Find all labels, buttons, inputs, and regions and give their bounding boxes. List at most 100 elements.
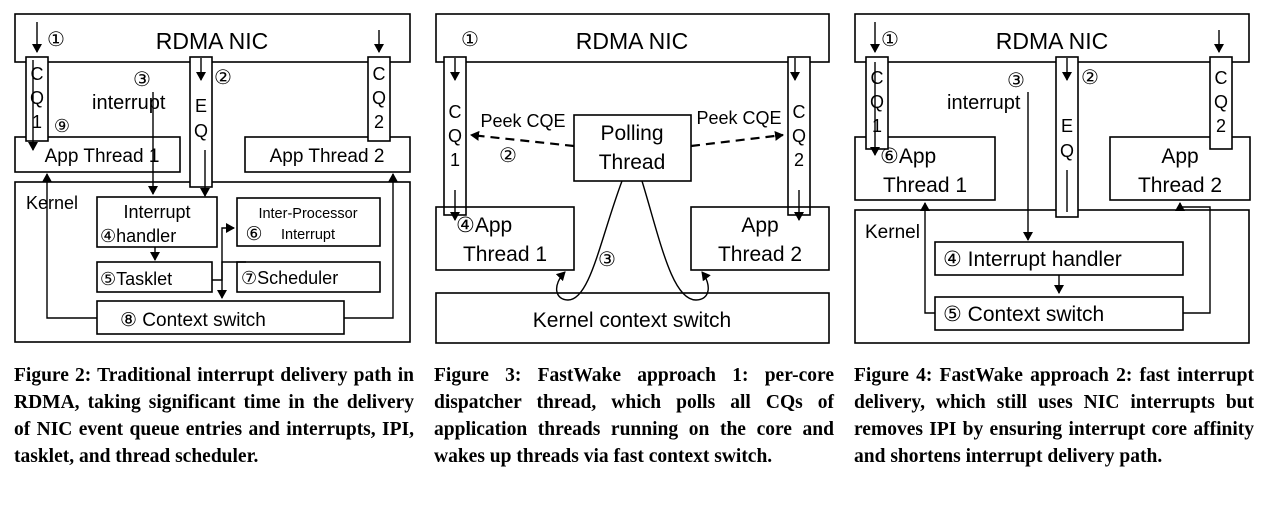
polling-thread-line1: Polling xyxy=(600,122,663,145)
kernel-box xyxy=(854,209,1250,344)
eq-box xyxy=(189,56,213,188)
ipi-box xyxy=(236,197,381,247)
cq2-box xyxy=(367,56,391,142)
cq2-letter: Q xyxy=(372,88,386,108)
cq2-letter: 2 xyxy=(794,150,804,170)
step-2: ② xyxy=(1081,67,1099,89)
app-thread-2-line1: App xyxy=(741,214,778,237)
rdma-nic-box xyxy=(854,13,1250,63)
cq2-letter: 2 xyxy=(374,112,384,132)
cq1-letter: C xyxy=(31,64,44,84)
app-thread-2-line1: App xyxy=(1161,145,1198,168)
step-1: ① xyxy=(881,29,899,51)
app-thread-1-line2: Thread 1 xyxy=(883,174,967,197)
figure-3-diagram: RDMA NIC C Q 1 ① C Q 2 Polling Thread Pe… xyxy=(435,13,830,344)
app-thread-2-line2: Thread 2 xyxy=(1138,174,1222,197)
context-switch-label: ⑧ Context switch xyxy=(120,310,266,331)
ipi-line2: Interrupt xyxy=(281,227,335,243)
eq-letter: Q xyxy=(194,121,208,141)
cq1-letter: 1 xyxy=(32,112,42,132)
step-2: ② xyxy=(214,67,232,89)
step-3: ③ xyxy=(1007,70,1025,92)
interrupt-handler-box xyxy=(96,196,218,248)
step-2: ② xyxy=(499,145,517,167)
polling-thread-box xyxy=(573,114,692,182)
cq1-letter: C xyxy=(449,102,462,122)
eq-letter: E xyxy=(1061,116,1073,136)
peek-cqe-right: Peek CQE xyxy=(696,108,781,128)
scheduler-box xyxy=(236,261,381,293)
kernel-context-switch-box xyxy=(435,292,830,344)
app-thread-1-line1: ④App xyxy=(456,214,512,237)
cq1-letter: 1 xyxy=(872,116,882,136)
app-thread-2-box xyxy=(690,206,830,271)
arrow-context-to-app1 xyxy=(42,173,97,319)
figure-2-diagram: RDMA NIC App Thread 1 App Thread 2 Kerne… xyxy=(14,13,411,343)
interrupt-handler-label: ④ Interrupt handler xyxy=(943,248,1122,271)
step-3: ③ xyxy=(133,69,151,91)
app-thread-2-box xyxy=(1109,136,1251,201)
context-switch-label: ⑤ Context switch xyxy=(943,303,1104,326)
step-1: ① xyxy=(461,29,479,51)
cq1-letter: Q xyxy=(870,92,884,112)
rdma-nic-label: RDMA NIC xyxy=(156,28,268,54)
kernel-label: Kernel xyxy=(865,222,920,243)
app-thread-2-line2: Thread 2 xyxy=(718,243,802,266)
tasklet-label: ⑤Tasklet xyxy=(100,269,172,289)
cq1-letter: Q xyxy=(30,88,44,108)
wake-curve-thread1 xyxy=(555,180,623,301)
cq2-letter: Q xyxy=(1214,92,1228,112)
cq2-letter: 2 xyxy=(1216,116,1226,136)
polling-thread-line2: Thread xyxy=(599,151,666,174)
kernel-context-switch-label: Kernel context switch xyxy=(533,309,731,332)
arrow-scheduler-to-context xyxy=(217,261,246,299)
figure-4-diagram: RDMA NIC ⑥App Thread 1 App Thread 2 Kern… xyxy=(854,13,1251,344)
cq2-letter: Q xyxy=(792,126,806,146)
rdma-nic-label: RDMA NIC xyxy=(576,28,688,54)
wake-curve-thread2 xyxy=(641,180,711,301)
app-thread-1-line1: ⑥App xyxy=(880,145,936,168)
app-thread-1-box xyxy=(435,206,575,271)
rdma-nic-label: RDMA NIC xyxy=(996,28,1108,54)
eq-letter: Q xyxy=(1060,141,1074,161)
app-thread-1-line2: Thread 1 xyxy=(463,243,547,266)
step-1: ① xyxy=(47,29,65,51)
kernel-label: Kernel xyxy=(26,193,78,213)
cq2-letter: C xyxy=(793,102,806,122)
eq-box xyxy=(1055,56,1079,218)
interrupt-label: interrupt xyxy=(947,92,1021,114)
figure-2-caption: Figure 2: Traditional interrupt delivery… xyxy=(14,365,414,467)
app-thread-1-box xyxy=(854,136,996,201)
app-thread-2-label: App Thread 2 xyxy=(270,146,385,167)
peek-arrow-left xyxy=(470,130,575,148)
cq1-letter: C xyxy=(871,68,884,88)
arrow-context-to-app2 xyxy=(1175,202,1211,314)
peek-cqe-left: Peek CQE xyxy=(480,111,565,131)
interrupt-handler-line2: ④handler xyxy=(100,226,176,246)
scheduler-label: ⑦Scheduler xyxy=(241,268,338,288)
cq1-box xyxy=(25,56,49,142)
app-thread-1-label: App Thread 1 xyxy=(45,146,160,167)
cq1-letter: 1 xyxy=(450,150,460,170)
cq2-letter: C xyxy=(373,64,386,84)
tasklet-box xyxy=(96,261,213,293)
cq2-letter: C xyxy=(1215,68,1228,88)
figure-3-caption: Figure 3: FastWake approach 1: per-core … xyxy=(434,365,834,467)
cq2-box xyxy=(1209,56,1233,150)
step-9: ⑨ xyxy=(54,116,70,136)
app-thread-1-box xyxy=(14,136,181,173)
cq1-letter: Q xyxy=(448,126,462,146)
eq-letter: E xyxy=(195,96,207,116)
app-thread-2-box xyxy=(244,136,411,173)
arrow-tasklet-to-ipi xyxy=(212,223,235,281)
figure-4-caption: Figure 4: FastWake approach 2: fast inte… xyxy=(854,365,1254,467)
step-3: ③ xyxy=(598,249,616,271)
ipi-line1: Inter-Processor xyxy=(258,206,357,222)
rdma-nic-box xyxy=(435,13,830,63)
interrupt-handler-line1: Interrupt xyxy=(123,202,190,222)
interrupt-label: interrupt xyxy=(92,92,166,114)
arrow-context-to-app2 xyxy=(344,173,398,319)
peek-arrow-right xyxy=(690,130,784,148)
arrow-context-to-app1 xyxy=(920,202,935,314)
